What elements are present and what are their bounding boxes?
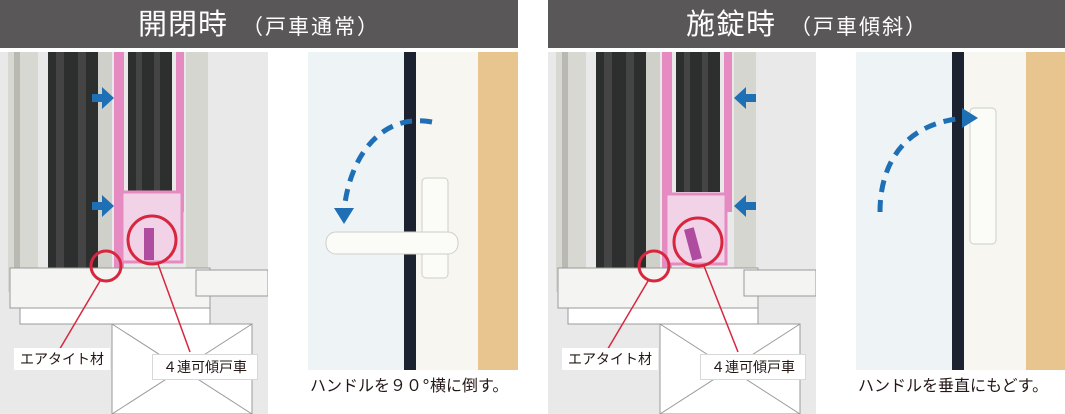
frame-cross-section: エアタイト材 ４連可傾戸車 [0, 52, 268, 414]
panel-subtitle: （戸車通常） [242, 15, 380, 39]
frame-cross-section: エアタイト材 ４連可傾戸車 [548, 52, 816, 414]
arrow-left-icon [734, 87, 756, 217]
curved-arrow-icon [877, 115, 967, 213]
label-airtight-material: エアタイト材 [14, 348, 110, 370]
handle-photo [308, 52, 518, 370]
caption: ハンドルを垂直にもどす。 [858, 376, 1049, 395]
handle-photo [856, 52, 1065, 370]
caption: ハンドルを９０°横に倒す。 [310, 376, 509, 395]
label-tilt-roller: ４連可傾戸車 [152, 354, 258, 380]
panel-locked: 施錠時 （戸車傾斜） [548, 0, 1065, 414]
panel-title-bar: 施錠時 （戸車傾斜） [548, 0, 1065, 48]
label-tilt-roller: ４連可傾戸車 [700, 354, 806, 380]
panel-title-bar: 開閉時 （戸車通常） [0, 0, 518, 48]
label-airtight-material: エアタイト材 [562, 348, 658, 370]
arrow-right-icon [92, 87, 114, 217]
curved-arrow-icon [341, 118, 433, 213]
panel-open: 開閉時 （戸車通常） [0, 0, 518, 414]
panel-title: 施錠時 [685, 7, 776, 41]
panel-subtitle: （戸車傾斜） [790, 15, 928, 39]
panel-title: 開閉時 [137, 7, 228, 41]
